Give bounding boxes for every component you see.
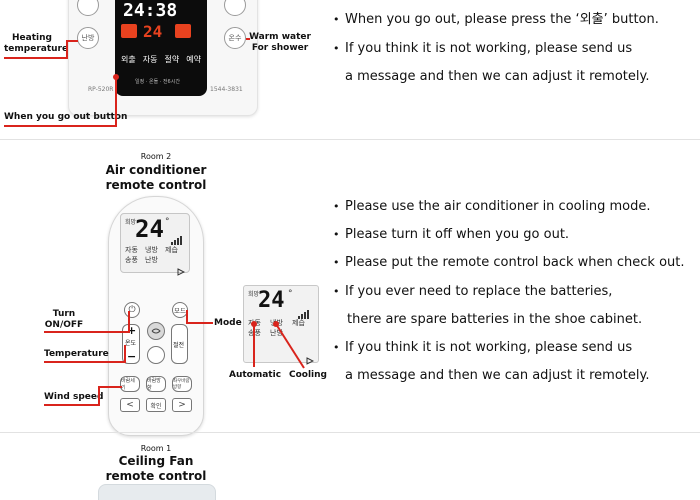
ceiling-fan-remote (98, 484, 216, 500)
thermostat-top-left-button[interactable] (77, 0, 99, 16)
bullet-turn-off: •Please turn it off when you go out. (333, 227, 570, 242)
room-1-title-line1: Ceiling Fan (118, 454, 194, 468)
right-rocker[interactable] (171, 324, 188, 364)
warm-water-button[interactable]: 온수 (224, 27, 246, 49)
callout-line (246, 38, 250, 40)
bullet-go-out: •When you go out, please press the ‘외출’ … (333, 12, 659, 27)
callout-line (186, 310, 188, 324)
temperature-rocker[interactable] (122, 324, 140, 364)
center-button[interactable] (147, 322, 165, 340)
turn-on-off-callout: Turn ON/OFF (44, 309, 84, 330)
bullet-not-working: •If you think it is not working, please … (333, 41, 633, 56)
callout-line (253, 325, 255, 367)
heating-temperature-callout: Heating temperature (4, 33, 69, 54)
temp-label: 온도 (125, 340, 137, 347)
side-wind-button[interactable]: 좌우바람방향 (172, 376, 192, 392)
bullet-batteries-continued: there are spare batteries in the shoe ca… (347, 312, 643, 327)
bullet-not-working-continued: a message and then we can adjust it remo… (345, 368, 650, 383)
fan-icon (306, 350, 315, 365)
wind-direction-button[interactable]: 바람방향 (146, 376, 166, 392)
temperature-callout: Temperature (44, 349, 109, 359)
room-2-label: Room 2 (140, 152, 172, 161)
fan-icon (177, 261, 186, 276)
thermostat-model-label: RP-520R (88, 86, 114, 93)
cooling-callout: Cooling (289, 370, 327, 380)
callout-line (66, 40, 78, 42)
off-button[interactable] (147, 346, 165, 364)
callout-line (66, 40, 68, 58)
callout-dot (251, 321, 257, 327)
reserve-button[interactable]: 예약 (186, 55, 201, 64)
automatic-callout: Automatic (229, 370, 282, 380)
cooling-callout-line (273, 321, 305, 369)
temp-down-button[interactable]: − (127, 350, 137, 363)
callout-line (98, 386, 100, 406)
thermostat-sub-label: 일정 · 온돌 · 전6시간 (135, 79, 180, 85)
callout-line (44, 331, 130, 333)
power-save-label: 절전 (173, 342, 185, 349)
thermostat-top-right-button[interactable] (224, 0, 246, 16)
room-2-title-line2: remote control (105, 178, 207, 192)
swing-icon (151, 328, 161, 334)
save-button[interactable]: 절약 (164, 55, 180, 64)
signal-icon (298, 304, 310, 319)
callout-line (124, 345, 126, 363)
ac-remote-screen: 희망 24 ° 자동 냉방 제습 송풍 난방 (120, 213, 190, 276)
bullet-not-working-continued: a message and then we can adjust it remo… (345, 69, 650, 84)
section-divider (0, 139, 700, 140)
temp-up-button[interactable]: + (127, 324, 137, 337)
room-1-title-line2: remote control (105, 469, 207, 483)
thermostat-temp-display: 24 (143, 22, 163, 41)
room-1-label: Room 1 (140, 444, 172, 453)
callout-line (4, 57, 68, 59)
warm-water-callout: Warm water For shower (249, 32, 311, 53)
callout-line (4, 125, 116, 127)
callout-line (98, 386, 122, 388)
section-divider (0, 432, 700, 433)
go-out-callout: When you go out button (4, 112, 128, 122)
callout-line (186, 322, 213, 324)
bullet-remote-back: •Please put the remote control back when… (333, 255, 685, 270)
bullet-cooling-mode: •Please use the air conditioner in cooli… (333, 199, 651, 214)
wind-speed-callout: Wind speed (44, 392, 104, 402)
left-arrow-button[interactable]: < (120, 398, 140, 412)
power-button[interactable]: ⏻ (124, 302, 140, 318)
ac-temp-display: 24 (135, 215, 164, 243)
wind-speed-button[interactable]: 바람세기 (120, 376, 140, 392)
thermostat-phone-label: 1544-3831 (210, 86, 243, 93)
bullet-batteries: •If you ever need to replace the batteri… (333, 284, 613, 299)
thermostat-time-display: 24:38 (123, 0, 178, 21)
thermostat-indicator-icon (121, 24, 137, 38)
callout-dot (113, 74, 119, 80)
bullet-not-working: •If you think it is not working, please … (333, 340, 633, 355)
right-arrow-button[interactable]: > (172, 398, 192, 412)
callout-line (44, 361, 126, 363)
thermostat-screen: 24:38 24 외출 자동 절약 예약 일정 · 온돌 · 전6시간 (115, 0, 207, 96)
go-out-button[interactable]: 외출 (121, 55, 136, 64)
callout-line (128, 311, 130, 333)
callout-line (44, 404, 100, 406)
thermostat-indicator-icon (175, 24, 191, 38)
callout-line (115, 78, 117, 127)
confirm-button[interactable]: 확인 (146, 398, 166, 412)
room-2-title-line1: Air conditioner (105, 163, 207, 177)
mini-temp-display: 24 (258, 288, 285, 313)
signal-icon (171, 230, 183, 245)
thermostat-button-row: 외출 자동 절약 예약 (121, 54, 201, 65)
mode-callout: Mode (214, 318, 242, 328)
heating-button[interactable]: 난방 (77, 27, 99, 49)
auto-button[interactable]: 자동 (142, 55, 158, 64)
